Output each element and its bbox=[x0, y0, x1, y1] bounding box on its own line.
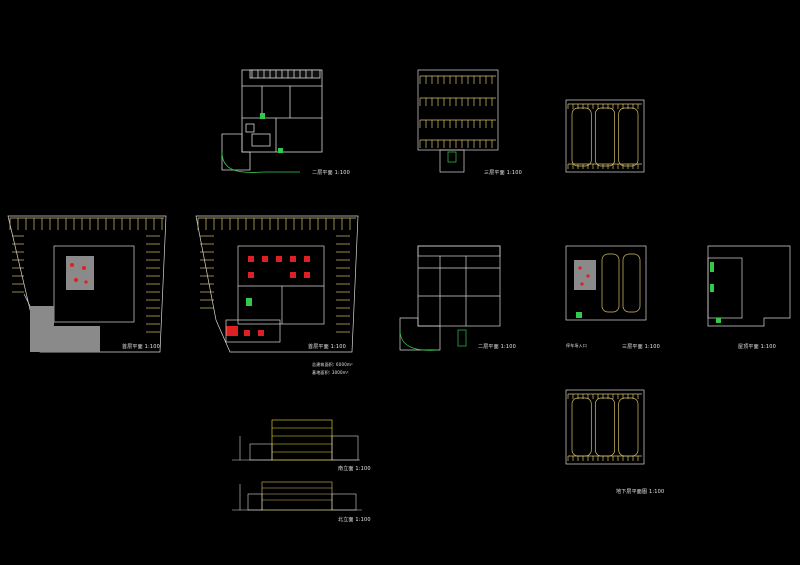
label-elevation-south: 南立面 1:100 bbox=[338, 466, 371, 472]
label-ground-plan: 首层平面 1:100 bbox=[122, 344, 160, 350]
label-elevation-north: 北立面 1:100 bbox=[338, 517, 371, 523]
parking-ramp-loop bbox=[622, 253, 641, 313]
plan-first-floor bbox=[195, 215, 359, 353]
plan-second-floor-b bbox=[399, 245, 501, 351]
label-area-total: 总建筑面积: 6000m² bbox=[312, 362, 353, 367]
courtyard-hatch bbox=[66, 256, 94, 290]
plan-third-floor bbox=[565, 245, 647, 321]
plan-parking-level-b bbox=[565, 99, 645, 173]
label-hall-note: 停车场入口 bbox=[566, 343, 587, 348]
label-area-base: 基地面积: 3000m² bbox=[312, 370, 349, 375]
site-plan-ground bbox=[7, 215, 167, 353]
label-second-floor-b: 二层平面 1:100 bbox=[478, 344, 516, 350]
label-third-floor: 三层平面 1:100 bbox=[622, 344, 660, 350]
parking-ramp-loop bbox=[594, 107, 616, 167]
parking-ramp-loop bbox=[571, 107, 592, 167]
plan-basement-parking bbox=[565, 389, 645, 465]
plan-second-floor-a bbox=[221, 69, 323, 173]
label-basement-plan: 地下层平面图 1:100 bbox=[616, 489, 665, 495]
label-third-floor-a: 三层平面 1:100 bbox=[484, 170, 522, 176]
plan-parking-level-a bbox=[417, 69, 499, 173]
label-first-plan: 首层平面 1:100 bbox=[308, 344, 346, 350]
fixture-marks bbox=[70, 263, 88, 284]
elevation-north bbox=[232, 481, 362, 511]
plan-roof bbox=[707, 245, 791, 327]
terrace-hatch bbox=[30, 306, 100, 352]
parking-row-top bbox=[251, 70, 313, 78]
parking-ramp-loop bbox=[601, 253, 620, 313]
label-roof-plan: 屋顶平面 1:100 bbox=[738, 344, 776, 350]
elevation-south bbox=[232, 419, 360, 461]
label-second-floor-a: 二层平面 1:100 bbox=[312, 170, 350, 176]
red-fixtures bbox=[226, 256, 310, 336]
